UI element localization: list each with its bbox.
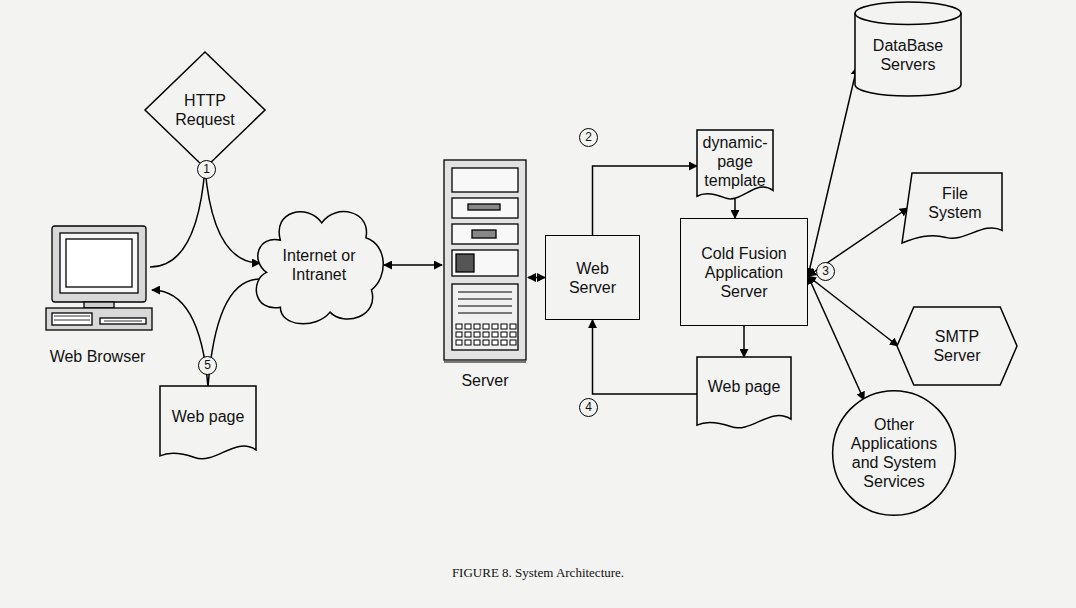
text-area: Web page [697,357,791,431]
node-text: Other Applications and System Services [844,415,944,491]
text-area: dynamic-page template [697,130,773,202]
node-text: SMTP Server [922,327,992,365]
process-box: Cold Fusion Application Server [680,218,808,326]
text-area: SMTP Server [897,307,1017,385]
text-area: Web page [160,386,256,462]
connector [384,264,442,266]
diamond-shape: HTTP Request [145,52,265,168]
connector [808,276,864,400]
callout-number: 5 [198,356,217,375]
node-text: DataBase Servers [863,36,953,74]
process-box: Web Server [545,235,640,320]
text-area: Other Applications and System Services [832,390,956,516]
connector [152,290,208,387]
callout-number: 1 [197,160,216,179]
shape-outline [145,52,265,168]
hex-shape: SMTP Server [897,307,1017,385]
device-node: Server [430,158,540,394]
connector [593,320,698,394]
node-text: Web Browser [50,347,146,366]
text-area: HTTP Request [145,52,265,168]
connector [743,326,745,357]
callout-number: 2 [579,128,598,147]
node-text: Internet or Intranet [271,246,367,284]
doc-shape: dynamic-page template [697,130,773,202]
connector [734,196,736,218]
callout-number: 4 [579,398,598,417]
connector [150,168,205,267]
doc-shape: Web page [160,386,256,462]
cyl-shape: DataBase Servers [855,2,961,96]
connector [808,67,857,276]
connector [808,276,898,346]
node-text: Web page [708,377,781,396]
node-text: dynamic-page template [702,133,768,190]
node-text: Cold Fusion Application Server [685,244,803,301]
node-text: Server [461,371,508,390]
doc-shape: Web page [697,357,791,431]
node-text: Web Server [563,259,623,297]
cloud-shape: Internet or Intranet [250,203,388,327]
node-text: File System [920,184,990,222]
text-area: Cold Fusion Application Server [681,219,807,325]
text-area: File System [902,173,1002,243]
device-node: Web Browser [30,222,165,368]
text-area: Web Browser [30,222,165,368]
callout-number: 3 [816,262,835,281]
shape-outline [832,390,956,516]
connector [205,168,260,263]
circ-shape: Other Applications and System Services [832,390,956,516]
text-area: Server [430,158,540,394]
text-area: Internet or Intranet [250,203,388,327]
fsys-shape: File System [902,173,1002,243]
connector [528,277,545,279]
figure-caption: FIGURE 8. System Architecture. [0,565,1076,581]
node-text: Web page [172,407,245,426]
connector [208,279,260,387]
node-text: HTTP Request [170,91,240,129]
text-area: Web Server [546,236,639,319]
shape-outline [250,203,388,327]
text-area: DataBase Servers [855,2,961,96]
shape-outline [897,307,1017,385]
